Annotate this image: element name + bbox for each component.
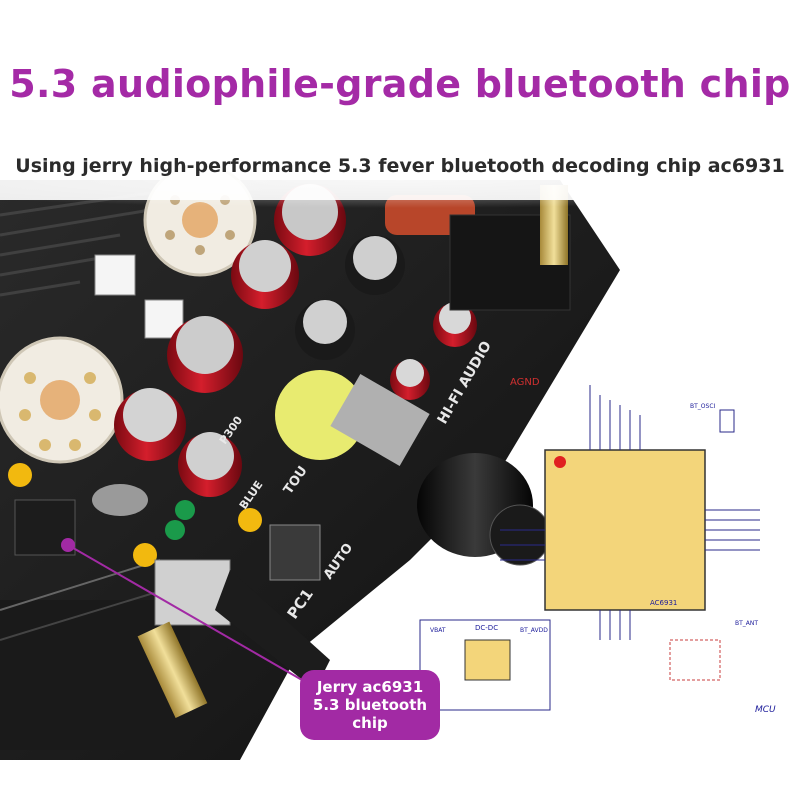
chip-dot bbox=[554, 456, 566, 468]
switch-block bbox=[269, 524, 321, 581]
schematic-label: DC-DC bbox=[475, 624, 498, 632]
callout-line: chip bbox=[352, 714, 388, 732]
schematic-diagram: AC6931 BT_OSCI DC-DC VBAT BT_AVDD bbox=[419, 385, 776, 715]
callout-dot bbox=[61, 538, 75, 552]
schematic-ic-icon bbox=[544, 449, 706, 611]
small-capacitor bbox=[238, 508, 262, 532]
schematic-label: BT_OSCI bbox=[690, 403, 716, 410]
schematic-label: VBAT bbox=[430, 627, 446, 634]
switch bbox=[94, 254, 136, 296]
small-capacitor bbox=[133, 543, 157, 567]
board-label: AGND bbox=[510, 377, 540, 388]
callout-pointer bbox=[67, 544, 303, 681]
schematic-label: BT_AVDD bbox=[520, 627, 548, 634]
page-title: 5.3 audiophile-grade bluetooth chip bbox=[9, 62, 791, 106]
small-capacitor bbox=[175, 500, 195, 520]
callout-line: Jerry ac6931 bbox=[316, 678, 424, 696]
volume-knob-icon bbox=[275, 370, 551, 566]
page-subtitle: Using jerry high-performance 5.3 fever b… bbox=[15, 155, 785, 177]
schematic-label: BT_ANT bbox=[735, 620, 758, 627]
small-capacitor bbox=[165, 520, 185, 540]
crystal-oscillator bbox=[92, 484, 148, 516]
schematic-label: AC6931 bbox=[650, 599, 677, 607]
callout-line: 5.3 bluetooth bbox=[312, 696, 428, 714]
small-capacitor bbox=[8, 463, 32, 487]
headphone-jack bbox=[137, 559, 330, 718]
schematic-label: MCU bbox=[755, 705, 776, 715]
chip-callout-badge: Jerry ac6931 5.3 bluetooth chip bbox=[300, 670, 440, 740]
